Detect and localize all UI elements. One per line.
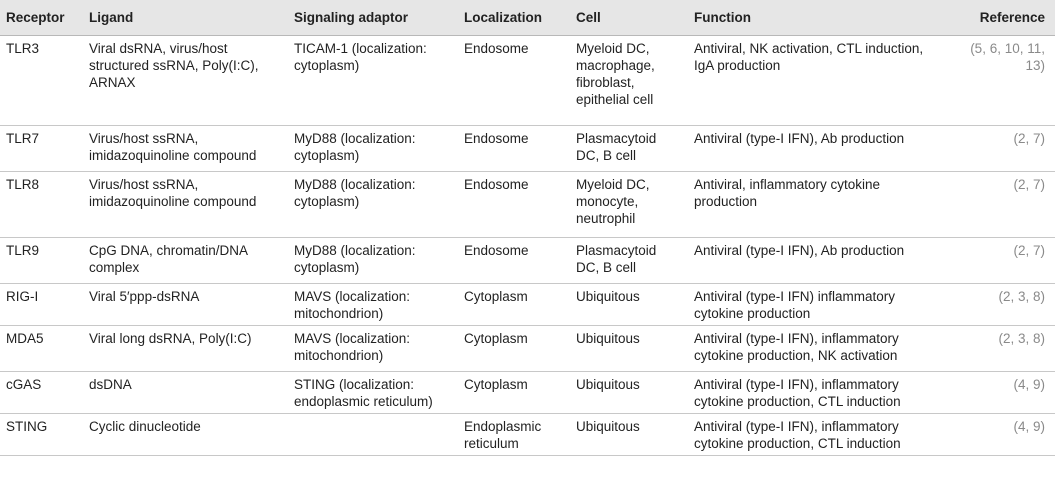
receptor-table: Receptor Ligand Signaling adaptor Locali… — [0, 0, 1055, 456]
cell-localization: Cytoplasm — [458, 371, 570, 414]
header-receptor: Receptor — [0, 0, 83, 36]
cell-receptor: cGAS — [0, 371, 83, 414]
cell-ligand: Virus/host ssRNA, imidazoquinoline compo… — [83, 125, 288, 172]
header-function: Function — [688, 0, 943, 36]
cell-localization: Endoplasmic reticulum — [458, 413, 570, 456]
cell-reference: (2, 7) — [943, 237, 1055, 284]
cell-receptor: MDA5 — [0, 325, 83, 372]
cell-reference: (4, 9) — [943, 371, 1055, 414]
cell-adaptor: TICAM-1 (localization: cytoplasm) — [288, 35, 458, 126]
cell-receptor: RIG-I — [0, 283, 83, 326]
cell-adaptor — [288, 413, 458, 456]
header-localization: Localization — [458, 0, 570, 36]
header-ligand: Ligand — [83, 0, 288, 36]
header-row: Receptor Ligand Signaling adaptor Locali… — [0, 0, 1055, 36]
cell-function: Antiviral, NK activation, CTL induction,… — [688, 35, 943, 126]
cell-localization: Cytoplasm — [458, 325, 570, 372]
cell-ligand: CpG DNA, chromatin/DNA complex — [83, 237, 288, 284]
cell-receptor: TLR3 — [0, 35, 83, 126]
cell-reference: (2, 3, 8) — [943, 325, 1055, 372]
cell-localization: Cytoplasm — [458, 283, 570, 326]
cell-ligand: Viral long dsRNA, Poly(I:C) — [83, 325, 288, 372]
table-row: STING Cyclic dinucleotide Endoplasmic re… — [0, 413, 1055, 456]
cell-adaptor: MyD88 (localization: cytoplasm) — [288, 237, 458, 284]
cell-function: Antiviral (type-I IFN), inflammatory cyt… — [688, 325, 943, 372]
table-row: TLR8 Virus/host ssRNA, imidazoquinoline … — [0, 171, 1055, 238]
cell-adaptor: STING (localization: endoplasmic reticul… — [288, 371, 458, 414]
cell-ligand: Viral 5′ppp-dsRNA — [83, 283, 288, 326]
cell-cell-type: Myeloid DC, macrophage, fibroblast, epit… — [570, 35, 688, 126]
table-row: RIG-I Viral 5′ppp-dsRNA MAVS (localizati… — [0, 283, 1055, 326]
cell-localization: Endosome — [458, 125, 570, 172]
cell-reference: (5, 6, 10, 11, 13) — [943, 35, 1055, 126]
cell-receptor: TLR7 — [0, 125, 83, 172]
cell-receptor: TLR9 — [0, 237, 83, 284]
cell-receptor: STING — [0, 413, 83, 456]
table-row: TLR7 Virus/host ssRNA, imidazoquinoline … — [0, 125, 1055, 172]
header-cell: Cell — [570, 0, 688, 36]
cell-localization: Endosome — [458, 237, 570, 284]
cell-function: Antiviral, inflammatory cytokine product… — [688, 171, 943, 238]
cell-function: Antiviral (type-I IFN), inflammatory cyt… — [688, 413, 943, 456]
cell-receptor: TLR8 — [0, 171, 83, 238]
cell-ligand: Cyclic dinucleotide — [83, 413, 288, 456]
cell-cell-type: Ubiquitous — [570, 325, 688, 372]
cell-ligand: Virus/host ssRNA, imidazoquinoline compo… — [83, 171, 288, 238]
cell-localization: Endosome — [458, 171, 570, 238]
cell-function: Antiviral (type-I IFN), Ab production — [688, 125, 943, 172]
cell-adaptor: MAVS (localization: mitochondrion) — [288, 283, 458, 326]
table-row: MDA5 Viral long dsRNA, Poly(I:C) MAVS (l… — [0, 325, 1055, 372]
cell-cell-type: Ubiquitous — [570, 283, 688, 326]
cell-cell-type: Plasmacytoid DC, B cell — [570, 237, 688, 284]
table-row: TLR9 CpG DNA, chromatin/DNA complex MyD8… — [0, 237, 1055, 284]
cell-function: Antiviral (type-I IFN), inflammatory cyt… — [688, 371, 943, 414]
cell-function: Antiviral (type-I IFN) inflammatory cyto… — [688, 283, 943, 326]
header-signaling-adaptor: Signaling adaptor — [288, 0, 458, 36]
header-reference: Reference — [943, 0, 1055, 36]
table-row: TLR3 Viral dsRNA, virus/host structured … — [0, 35, 1055, 126]
cell-ligand: dsDNA — [83, 371, 288, 414]
table-row: cGAS dsDNA STING (localization: endoplas… — [0, 371, 1055, 414]
cell-cell-type: Ubiquitous — [570, 371, 688, 414]
cell-reference: (4, 9) — [943, 413, 1055, 456]
cell-localization: Endosome — [458, 35, 570, 126]
cell-reference: (2, 7) — [943, 171, 1055, 238]
cell-adaptor: MAVS (localization: mitochondrion) — [288, 325, 458, 372]
cell-reference: (2, 7) — [943, 125, 1055, 172]
cell-cell-type: Myeloid DC, monocyte, neutrophil — [570, 171, 688, 238]
cell-adaptor: MyD88 (localization: cytoplasm) — [288, 125, 458, 172]
cell-function: Antiviral (type-I IFN), Ab production — [688, 237, 943, 284]
cell-cell-type: Ubiquitous — [570, 413, 688, 456]
cell-reference: (2, 3, 8) — [943, 283, 1055, 326]
cell-adaptor: MyD88 (localization: cytoplasm) — [288, 171, 458, 238]
cell-ligand: Viral dsRNA, virus/host structured ssRNA… — [83, 35, 288, 126]
cell-cell-type: Plasmacytoid DC, B cell — [570, 125, 688, 172]
